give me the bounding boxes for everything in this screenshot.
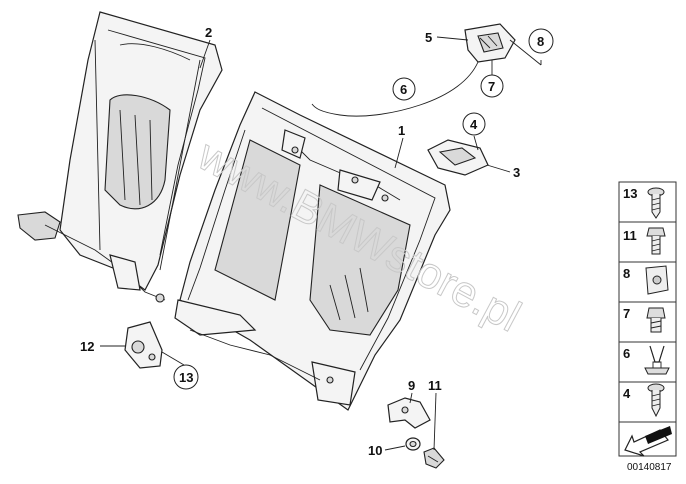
callout-12: 12 (80, 339, 94, 354)
svg-text:9: 9 (408, 378, 415, 393)
legend-row: 11 (618, 221, 677, 263)
svg-text:1: 1 (398, 123, 405, 138)
callout-5: 5 (425, 30, 432, 45)
callout-2: 2 (205, 25, 212, 40)
svg-text:11: 11 (623, 228, 637, 243)
leader-lines (100, 36, 542, 451)
svg-text:3: 3 (513, 165, 520, 180)
snap-rivet-icon (644, 345, 670, 375)
svg-text:8: 8 (623, 266, 630, 281)
hardware-legend: 13 11 8 (618, 181, 677, 457)
callout-10: 10 (368, 443, 382, 458)
svg-text:6: 6 (623, 346, 630, 361)
legend-row: 8 (618, 261, 677, 303)
release-unit (427, 139, 489, 176)
svg-text:2: 2 (205, 25, 212, 40)
washer (405, 437, 421, 451)
clip-nut-icon (645, 265, 669, 295)
callout-13: 13 (173, 364, 199, 390)
svg-text:7: 7 (488, 79, 495, 94)
svg-text:4: 4 (623, 386, 631, 401)
svg-text:4: 4 (470, 117, 478, 132)
svg-text:6: 6 (400, 82, 407, 97)
callout-4: 4 (462, 112, 486, 136)
hex-bolt-icon (646, 227, 666, 255)
callout-8: 8 (528, 28, 554, 54)
hex-screw-icon (646, 307, 666, 333)
legend-row: 13 (618, 181, 677, 223)
backrest-lock (464, 23, 516, 63)
orientation-arrow-box (618, 421, 677, 457)
svg-text:5: 5 (425, 30, 432, 45)
self-tapping-screw-icon (647, 383, 665, 418)
callout-1: 1 (398, 123, 405, 138)
callout-3: 3 (513, 165, 520, 180)
svg-text:13: 13 (623, 186, 637, 201)
legend-row: 6 (618, 341, 677, 383)
callout-7: 7 (480, 74, 504, 98)
callout-11: 11 (428, 378, 442, 393)
cover-cap (124, 321, 163, 369)
legend-row: 7 (618, 301, 677, 343)
svg-text:11: 11 (428, 378, 442, 393)
torx-screw-icon (647, 187, 665, 219)
bolt (423, 447, 445, 469)
legend-row: 4 (618, 381, 677, 423)
callout-9: 9 (408, 378, 415, 393)
bracket (387, 397, 431, 429)
diagram-id: 00140817 (627, 462, 672, 473)
backrest-frame-large (174, 91, 451, 411)
svg-text:8: 8 (537, 34, 544, 49)
svg-text:13: 13 (179, 370, 193, 385)
callout-6: 6 (392, 77, 416, 101)
backrest-frame-small (17, 11, 223, 303)
svg-text:10: 10 (368, 443, 382, 458)
svg-text:7: 7 (623, 306, 630, 321)
svg-text:12: 12 (80, 339, 94, 354)
release-cable (311, 61, 479, 117)
